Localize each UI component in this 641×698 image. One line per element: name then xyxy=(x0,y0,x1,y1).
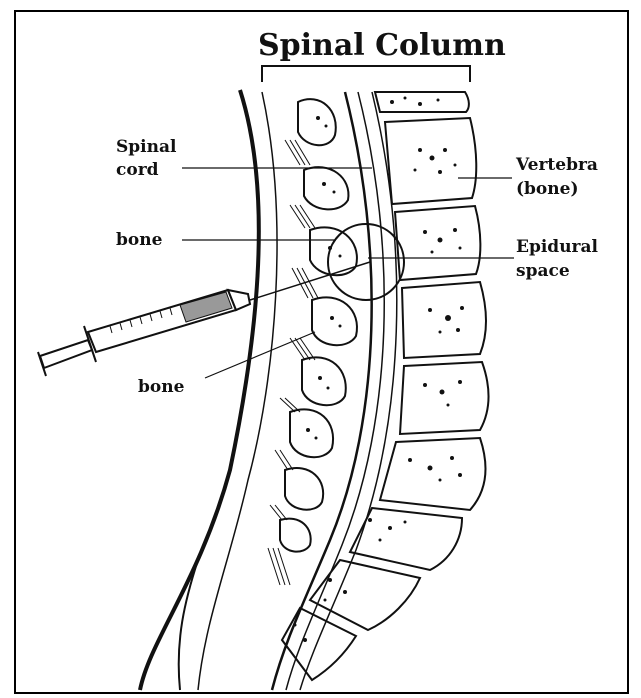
vertebral-body xyxy=(375,92,469,112)
spinous-process xyxy=(290,409,333,457)
leader-bone-lower xyxy=(205,332,315,378)
back-inner-outline xyxy=(198,92,277,690)
spinous-process xyxy=(304,167,348,209)
syringe xyxy=(38,262,370,376)
label-spinal-cord-line1: Spinal xyxy=(116,137,177,157)
spinal-canal-line-c xyxy=(300,92,397,690)
label-vertebra-line2: (bone) xyxy=(516,179,579,199)
label-epidural-line1: Epidural xyxy=(516,237,599,257)
vertebral-body xyxy=(380,438,485,510)
vertebral-bodies xyxy=(282,92,489,680)
spinal-canal-line-a xyxy=(272,92,372,690)
vertebral-body xyxy=(400,362,489,434)
label-spinal-cord-line2: cord xyxy=(116,160,159,180)
title-bracket xyxy=(262,66,470,82)
label-epidural-line2: space xyxy=(516,261,570,281)
vertebral-body xyxy=(350,508,462,570)
label-bone-upper: bone xyxy=(116,230,163,250)
bone-texture xyxy=(294,97,465,643)
spinous-process xyxy=(312,297,357,345)
vertebral-body xyxy=(402,282,486,358)
vertebral-body xyxy=(385,118,476,204)
syringe-plunger xyxy=(40,340,92,368)
spinous-process xyxy=(302,357,346,405)
label-vertebra-line1: Vertebra xyxy=(515,155,598,175)
vertebral-body xyxy=(395,206,480,280)
diagram-title: Spinal Column xyxy=(258,28,506,63)
syringe-needle xyxy=(250,262,370,300)
spinous-process xyxy=(298,99,336,145)
label-bone-lower: bone xyxy=(138,377,185,397)
epidural-highlight-circle xyxy=(328,224,404,300)
spinous-process xyxy=(280,519,311,552)
spinous-processes xyxy=(280,99,357,551)
spinous-process xyxy=(285,468,323,510)
